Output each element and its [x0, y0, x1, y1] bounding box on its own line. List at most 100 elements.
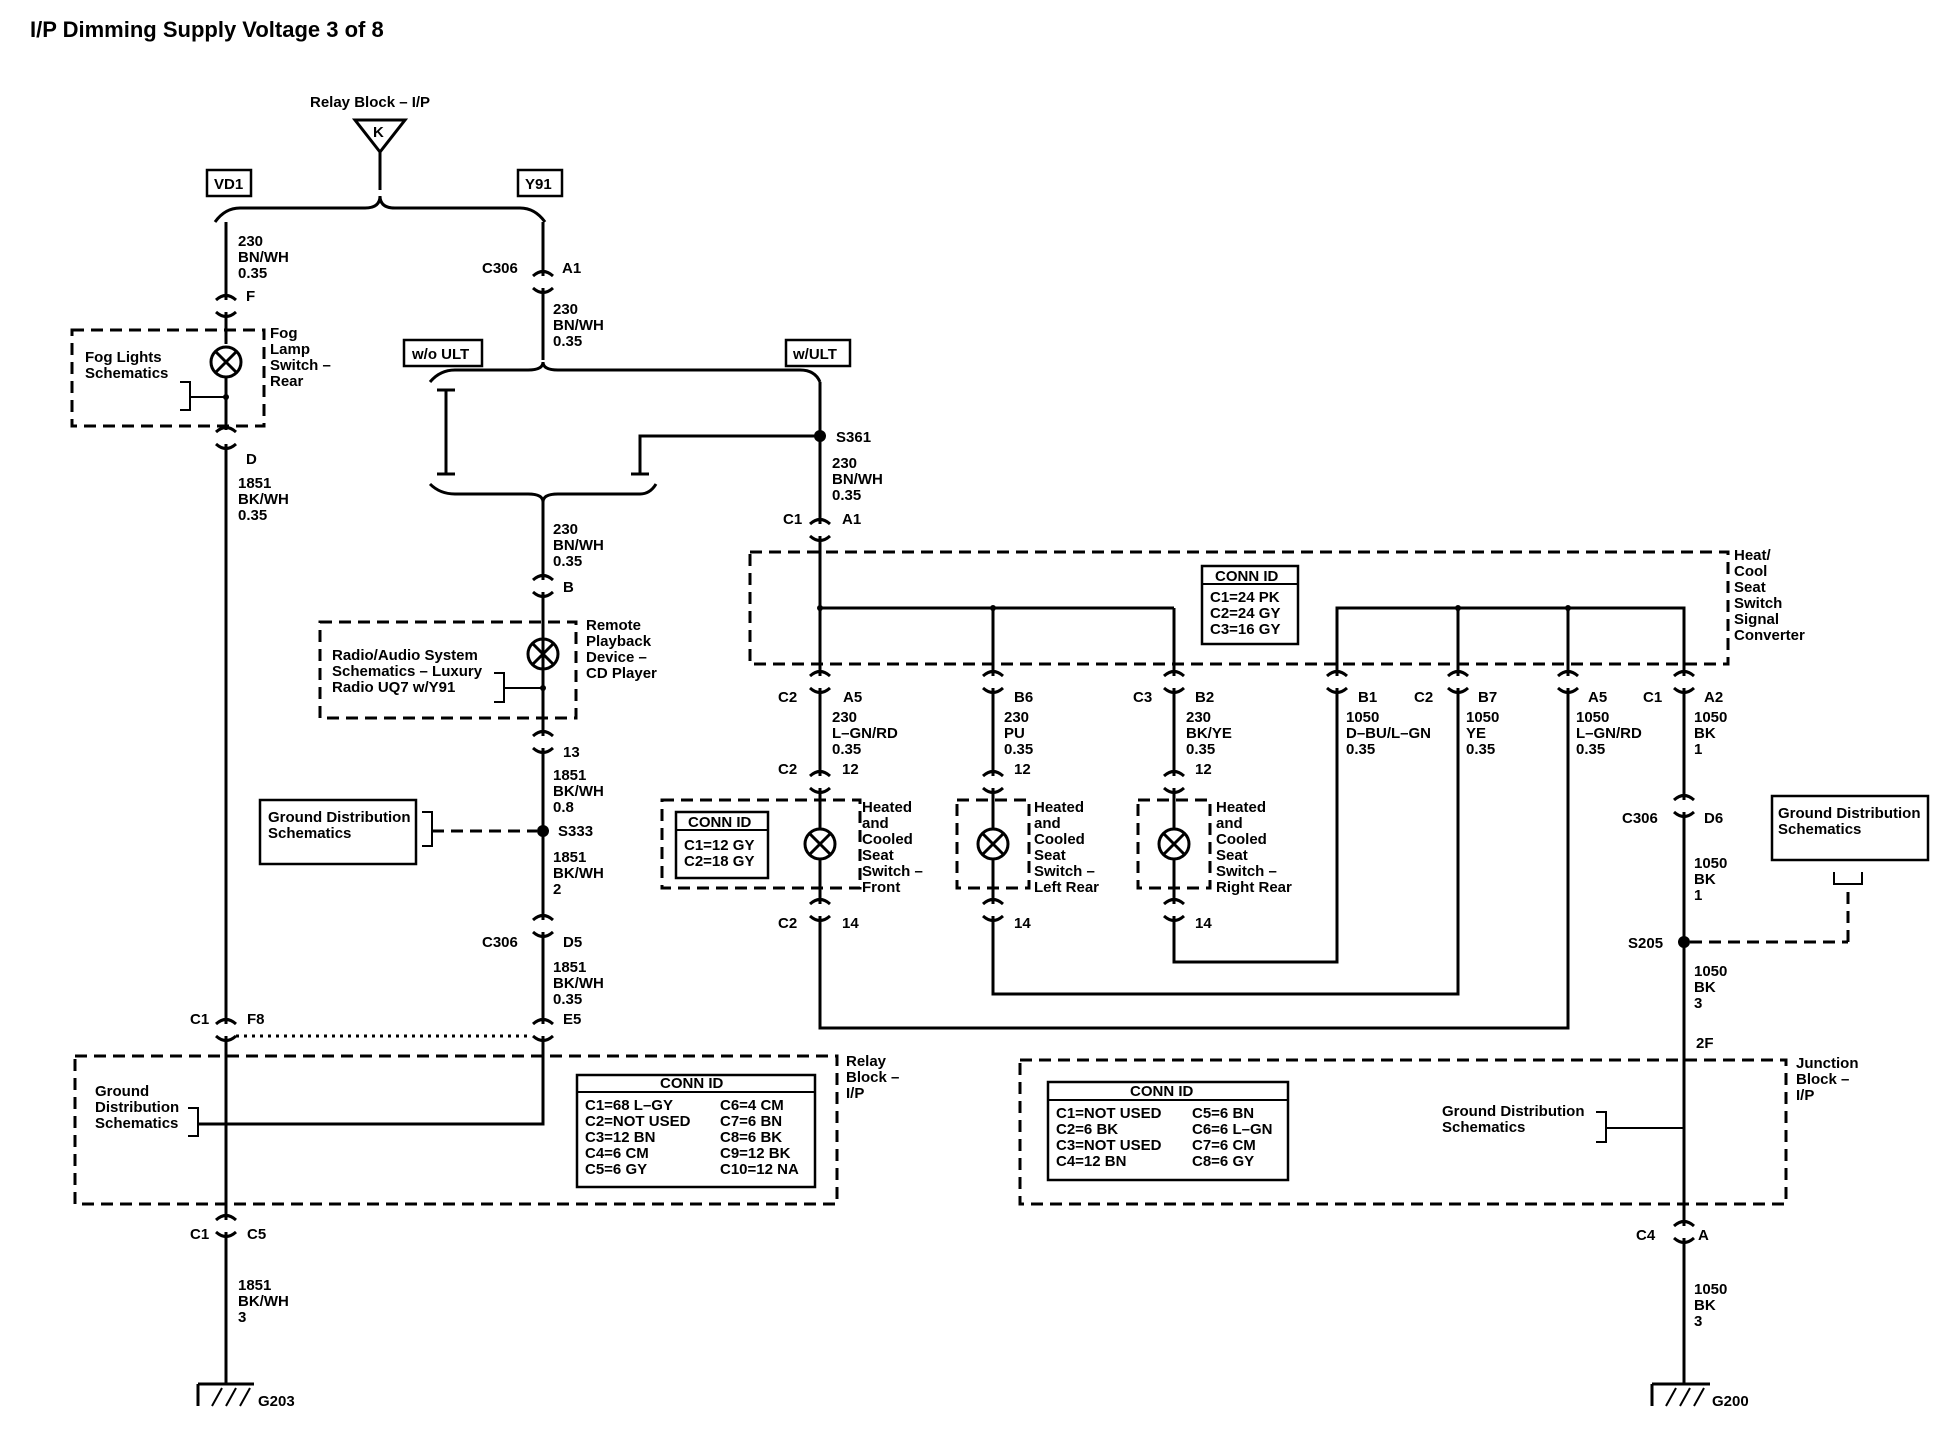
splice — [817, 605, 823, 611]
ref-bracket — [188, 1107, 199, 1137]
pin-label: 12 — [842, 761, 859, 778]
option-bracket — [428, 361, 822, 383]
fog-lamp-switch-boundary — [70, 328, 266, 428]
pin-label: C2 — [778, 915, 797, 932]
option-wo-ult — [402, 338, 484, 368]
option-w-ult-label: w/ULT — [792, 346, 837, 363]
splice — [1455, 605, 1461, 611]
pin-label: C306 — [482, 260, 518, 277]
pin-label: C1 — [1643, 689, 1662, 706]
ground-label: G203 — [258, 1393, 295, 1410]
conn-id-title: CONN ID — [688, 814, 752, 831]
pin-label: S361 — [836, 429, 871, 446]
option-vd1-label: VD1 — [214, 176, 243, 193]
lamp-x — [213, 349, 239, 375]
ground-label: G200 — [1712, 1393, 1749, 1410]
pin-label: C5 — [247, 1226, 266, 1243]
wire — [198, 1036, 545, 1126]
pin-label: B6 — [1014, 689, 1033, 706]
pin-label: A5 — [1588, 689, 1607, 706]
converter-internal — [818, 536, 1176, 676]
pin-label: F — [246, 288, 255, 305]
relay-block-boundary — [73, 1054, 839, 1206]
pin-label: C4 — [1636, 1227, 1656, 1244]
relay-top-label: Relay Block – I/P — [310, 94, 430, 111]
ground-symbol-g200 — [1650, 1382, 1710, 1406]
pin-label: A1 — [842, 511, 861, 528]
pin-label: A — [1698, 1227, 1709, 1244]
option-y91-label: Y91 — [525, 176, 552, 193]
ground-hatch — [1665, 1387, 1705, 1407]
wire — [631, 434, 820, 476]
option-vd1 — [205, 168, 253, 198]
ref-bracket — [494, 672, 543, 703]
conn-id-title: CONN ID — [1130, 1083, 1194, 1100]
ref-bracket — [1596, 1111, 1684, 1143]
pin-label: 14 — [1014, 915, 1031, 932]
option-path — [437, 388, 455, 476]
pin-label: S205 — [1628, 935, 1663, 952]
pin-label: F8 — [247, 1011, 265, 1028]
ref-bracket — [422, 811, 433, 847]
pin-label: C2 — [778, 689, 797, 706]
heat-cool-conn-id-table — [1200, 564, 1300, 646]
seat-front-conn-id-table — [674, 810, 770, 880]
pin-label: 2F — [1696, 1035, 1714, 1052]
heat-cool-converter-boundary — [748, 550, 1730, 666]
pin-label: 14 — [1195, 915, 1212, 932]
junction-conn-id-table — [1046, 1080, 1290, 1182]
diagram-title: I/P Dimming Supply Voltage 3 of 8 — [30, 17, 384, 42]
ground-ref-a-box — [258, 798, 418, 866]
splice — [540, 685, 546, 691]
pin-label: C306 — [1622, 810, 1658, 827]
pin-label: D6 — [1704, 810, 1723, 827]
option-bracket — [428, 482, 658, 503]
pin-label: 13 — [563, 744, 580, 761]
ground-symbol-g203 — [196, 1382, 254, 1406]
relay-pin-triangle — [351, 118, 409, 155]
lamp-x — [1161, 831, 1187, 857]
relay-conn-id-table — [575, 1073, 817, 1189]
ground-hatch — [211, 1387, 251, 1407]
splice-s333 — [537, 825, 549, 837]
ref-bracket — [1833, 872, 1863, 885]
pin-label: C2 — [1414, 689, 1433, 706]
pin-label: 12 — [1014, 761, 1031, 778]
option-y91 — [516, 168, 564, 198]
lamp-x — [980, 831, 1006, 857]
pin-label: S333 — [558, 823, 593, 840]
splice — [990, 605, 996, 611]
conn-id-title: CONN ID — [1215, 568, 1279, 585]
converter-internal — [1335, 606, 1686, 676]
junction-block-boundary — [1018, 1058, 1788, 1206]
option-w-ult — [784, 338, 852, 368]
pin-label: 12 — [1195, 761, 1212, 778]
lamp-x — [807, 831, 833, 857]
